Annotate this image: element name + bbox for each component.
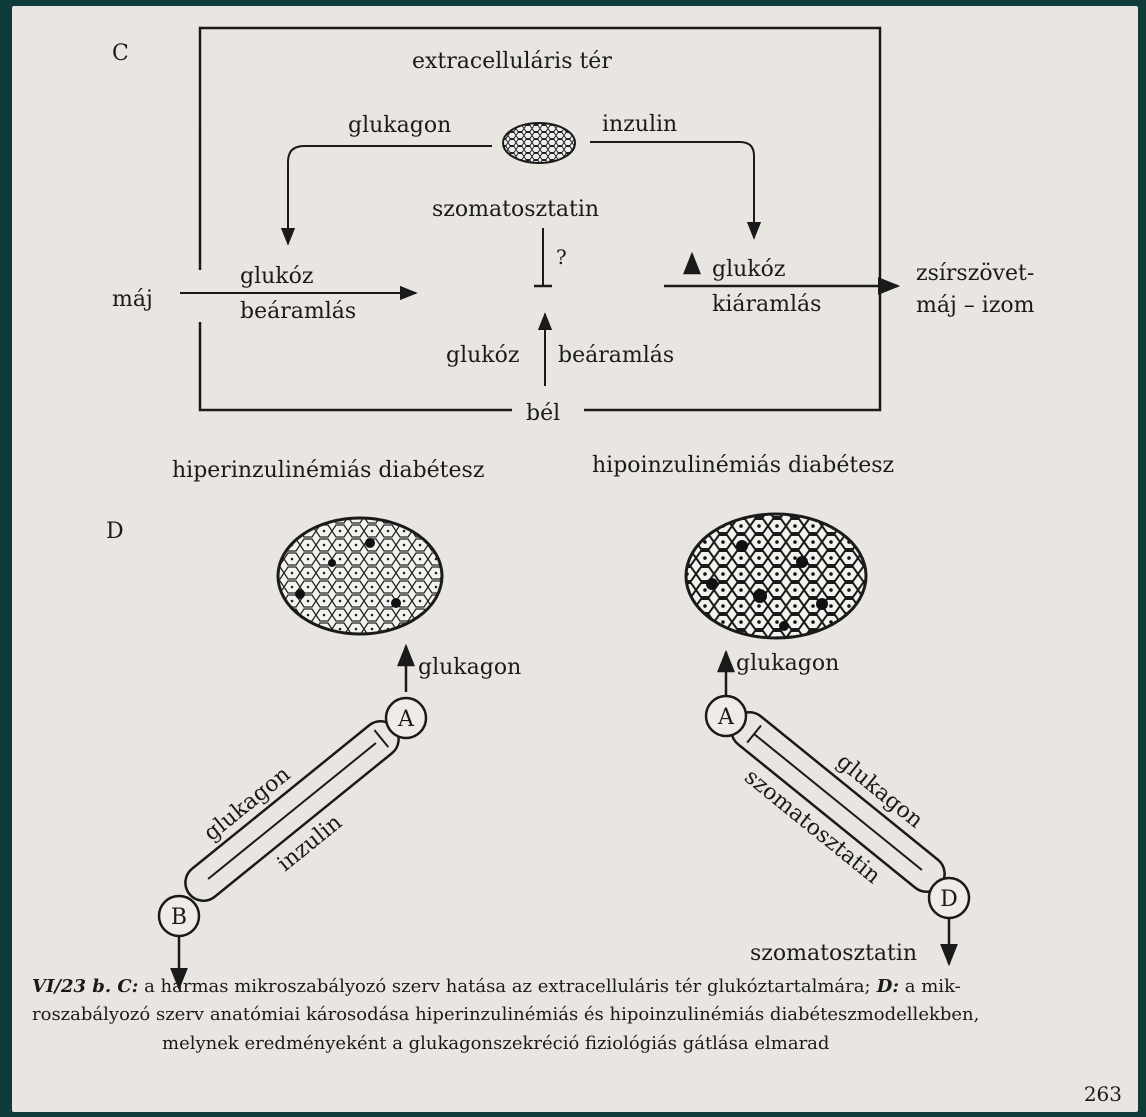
book-page: C extracelluláris tér glukagon inzulin s… [12, 6, 1138, 1112]
right-somatostatin-out-label: szomatosztatin [750, 941, 917, 966]
islet-left [278, 518, 442, 634]
target-tissues-line2: máj – izom [916, 293, 1035, 318]
left-inflow-label: beáramlás [240, 299, 356, 324]
right-node-d-label: D [940, 887, 958, 912]
islet-left-dark-cell [391, 598, 401, 608]
panel-d-letter: D [106, 519, 124, 544]
islet-right-dark-cell [816, 598, 828, 610]
islet-right-dark-cell [753, 589, 767, 603]
caption-line-1: VI/23 b. C: a hármas mikroszabályozó sze… [32, 974, 1122, 1000]
insulin-label: inzulin [602, 112, 677, 137]
left-node-a-label: A [397, 707, 415, 732]
islet-right-dark-cell [779, 621, 789, 631]
left-node-b-label: B [171, 905, 187, 930]
islet-right-dark-cell [736, 540, 748, 552]
right-tube-glucagon: glukagon [832, 749, 928, 833]
panel-c-letter: C [112, 41, 129, 66]
left-tube: glukagon inzulin [160, 692, 425, 932]
caption-line-3: melynek eredményeként a glukagonszekréci… [162, 1031, 1138, 1057]
right-node-a-label: A [717, 705, 735, 730]
islet-small [503, 123, 575, 163]
islet-left-dark-cell [328, 559, 336, 567]
target-tissues-line1: zsírszövet- [916, 261, 1034, 286]
islet-left-dark-cell [295, 589, 305, 599]
left-tube-inhibition-bar [374, 730, 388, 747]
page-number: 263 [1084, 1082, 1122, 1106]
caption-line1-end: a mik- [899, 976, 961, 997]
liver-label: máj [112, 287, 153, 312]
islet-right-dark-cell [796, 556, 808, 568]
bottom-inflow-label: beáramlás [558, 343, 674, 368]
right-outflow-label: kiáramlás [712, 292, 821, 317]
caption-figure-id: VI/23 b. C: [32, 976, 138, 997]
caption-d-label: D: [871, 976, 900, 997]
bottom-glucose-label: glukóz [446, 343, 519, 368]
right-model-title: hipoinzulinémiás diabétesz [592, 453, 894, 478]
left-tube-glucagon: glukagon [199, 762, 295, 846]
caption-line-2: roszabályozó szerv anatómiai károsodása … [32, 1002, 1122, 1028]
left-glucagon-out-label: glukagon [418, 655, 521, 680]
left-model-title: hiperinzulinémiás diabétesz [172, 458, 484, 483]
left-glucose-label: glukóz [240, 264, 313, 289]
figure-diagram: C extracelluláris tér glukagon inzulin s… [12, 6, 1138, 1112]
right-tube-inhibition-bar [747, 725, 761, 742]
caption-line1-text: a hármas mikroszabályozó szerv hatása az… [138, 976, 870, 997]
glucagon-label: glukagon [348, 113, 451, 138]
question-mark: ? [556, 245, 567, 269]
insulin-arrow [590, 142, 754, 238]
islet-left-dark-cell [365, 538, 375, 548]
somatostatin-label: szomatosztatin [432, 197, 599, 222]
box-title: extracelluláris tér [412, 49, 612, 74]
gut-label: bél [526, 401, 560, 426]
islet-right [686, 514, 866, 638]
glucagon-arrow [288, 146, 492, 244]
right-glucose-label: glukóz [712, 257, 785, 282]
right-glucagon-out-label: glukagon [736, 651, 839, 676]
islet-right-dark-cell [706, 578, 718, 590]
